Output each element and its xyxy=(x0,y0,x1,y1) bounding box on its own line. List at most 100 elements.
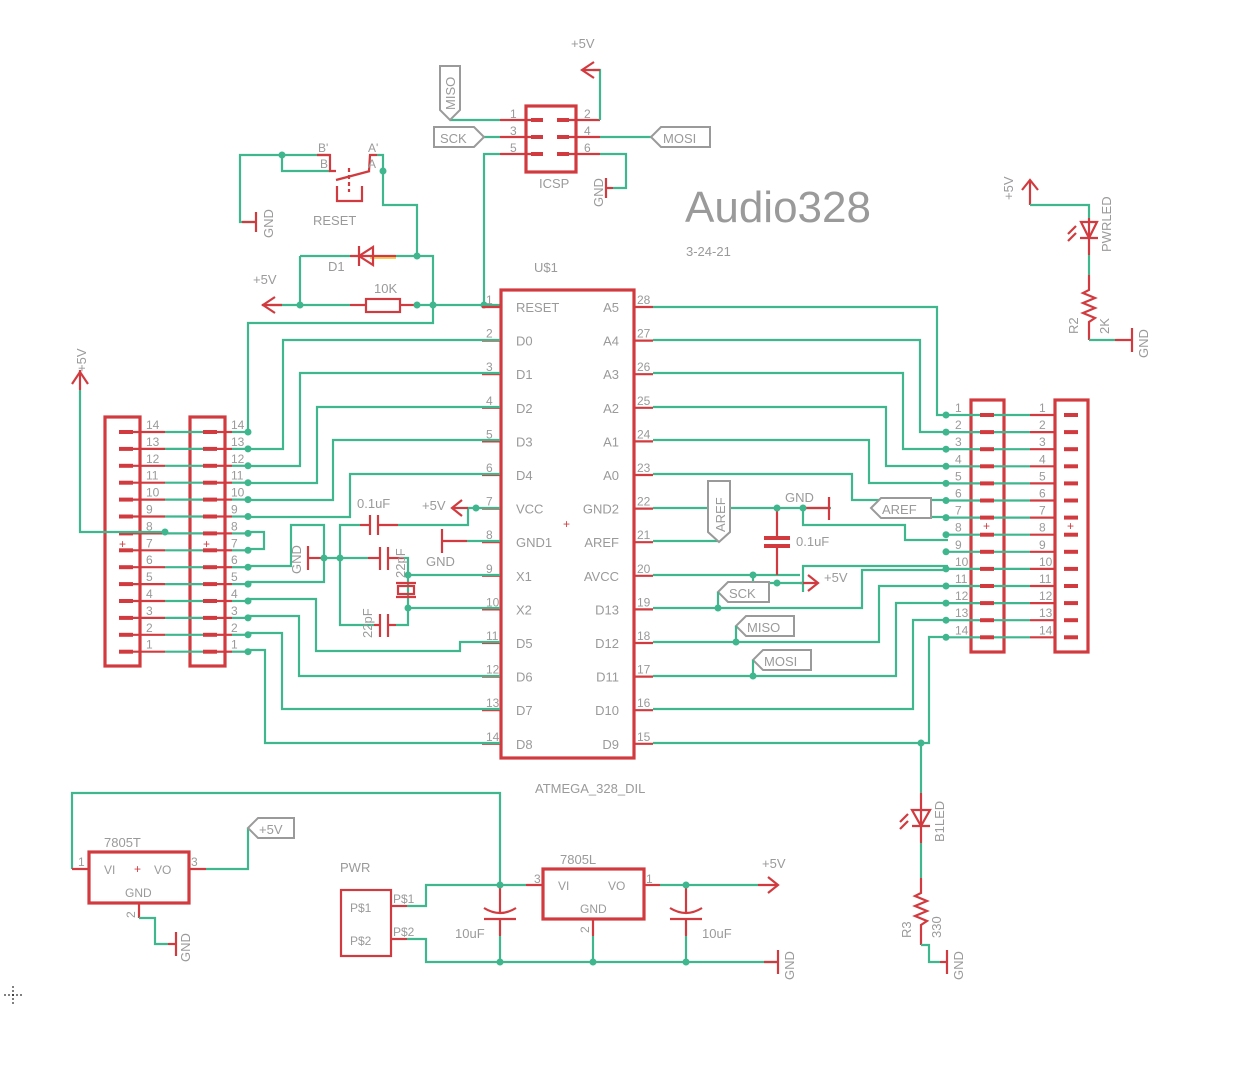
left-header-inner-pin-number: 12 xyxy=(231,452,245,466)
regulator-7805l[interactable]: 7805L VI VO GND 3 1 2 xyxy=(526,852,660,936)
sck-net-label-icsp[interactable]: SCK xyxy=(433,126,486,148)
icsp-pin-5: 5 xyxy=(510,141,517,155)
capacitor-input-10uf[interactable]: 10uF xyxy=(455,885,517,941)
b1-led[interactable]: B1LED xyxy=(899,793,947,843)
crystal[interactable] xyxy=(396,581,416,599)
reg-t-out-net-label[interactable]: +5V xyxy=(246,817,295,839)
right-header-outer[interactable] xyxy=(1053,398,1090,654)
capacitor-aref[interactable]: 0.1uF xyxy=(764,508,829,575)
reset-switch[interactable]: B' B A' A RESET xyxy=(313,141,378,228)
svg-text:PWRLED: PWRLED xyxy=(1099,196,1114,252)
sck-net-label-mcu[interactable]: SCK xyxy=(716,581,770,603)
diode-d1[interactable]: D1 xyxy=(328,244,396,274)
regulator-7805t[interactable]: 7805T VI VO GND 1 3 2 + xyxy=(72,835,206,918)
capacitor-crystal-1[interactable]: 22pF xyxy=(368,547,408,578)
mosi-net-label-icsp[interactable]: MOSI xyxy=(649,126,711,148)
capacitor-crystal-2[interactable]: 22pF xyxy=(360,608,396,638)
left-header-inner[interactable] xyxy=(188,415,227,668)
aref-net-label-vertical[interactable]: AREF xyxy=(707,480,731,544)
power-led[interactable]: PWRLED xyxy=(1067,196,1114,255)
mcu-pin-number: 18 xyxy=(637,629,651,643)
right-header-outer-pin-number: 3 xyxy=(1039,435,1046,449)
mcu-pin-name: D5 xyxy=(516,636,533,651)
capacitor-vcc-decoupling[interactable]: 0.1uF xyxy=(357,496,398,535)
mcu-pin-name: GND1 xyxy=(516,535,552,550)
aref-net-label-right[interactable]: AREF xyxy=(869,497,932,519)
miso-net-label-mcu[interactable]: MISO xyxy=(734,615,795,637)
mosi-net-label-mcu[interactable]: MOSI xyxy=(751,649,812,671)
icsp-header[interactable]: 1 2 3 4 5 6 ICSP xyxy=(500,104,600,191)
miso-net-label-icsp[interactable]: MISO xyxy=(439,65,461,122)
power-led-ground-symbol: GND xyxy=(1115,328,1151,358)
capacitor-output-10uf[interactable]: 10uF xyxy=(669,885,732,941)
right-header-inner[interactable] xyxy=(969,398,1006,654)
svg-text:GND: GND xyxy=(785,490,814,505)
resistor-10k[interactable]: 10K xyxy=(350,281,416,314)
left-header-outer[interactable] xyxy=(103,415,142,668)
right-header-inner-pin-number: 3 xyxy=(955,435,962,449)
svg-text:2: 2 xyxy=(124,911,138,918)
schematic-date: 3-24-21 xyxy=(686,244,731,259)
power-connector[interactable]: PWR P$1 P$2 P$1 P$2 xyxy=(339,860,415,958)
resistor-r2[interactable]: R2 2K xyxy=(1066,275,1112,340)
left-header-outer-pin-number: 9 xyxy=(146,503,153,517)
resistor-r3[interactable]: R3 330 xyxy=(899,878,944,945)
